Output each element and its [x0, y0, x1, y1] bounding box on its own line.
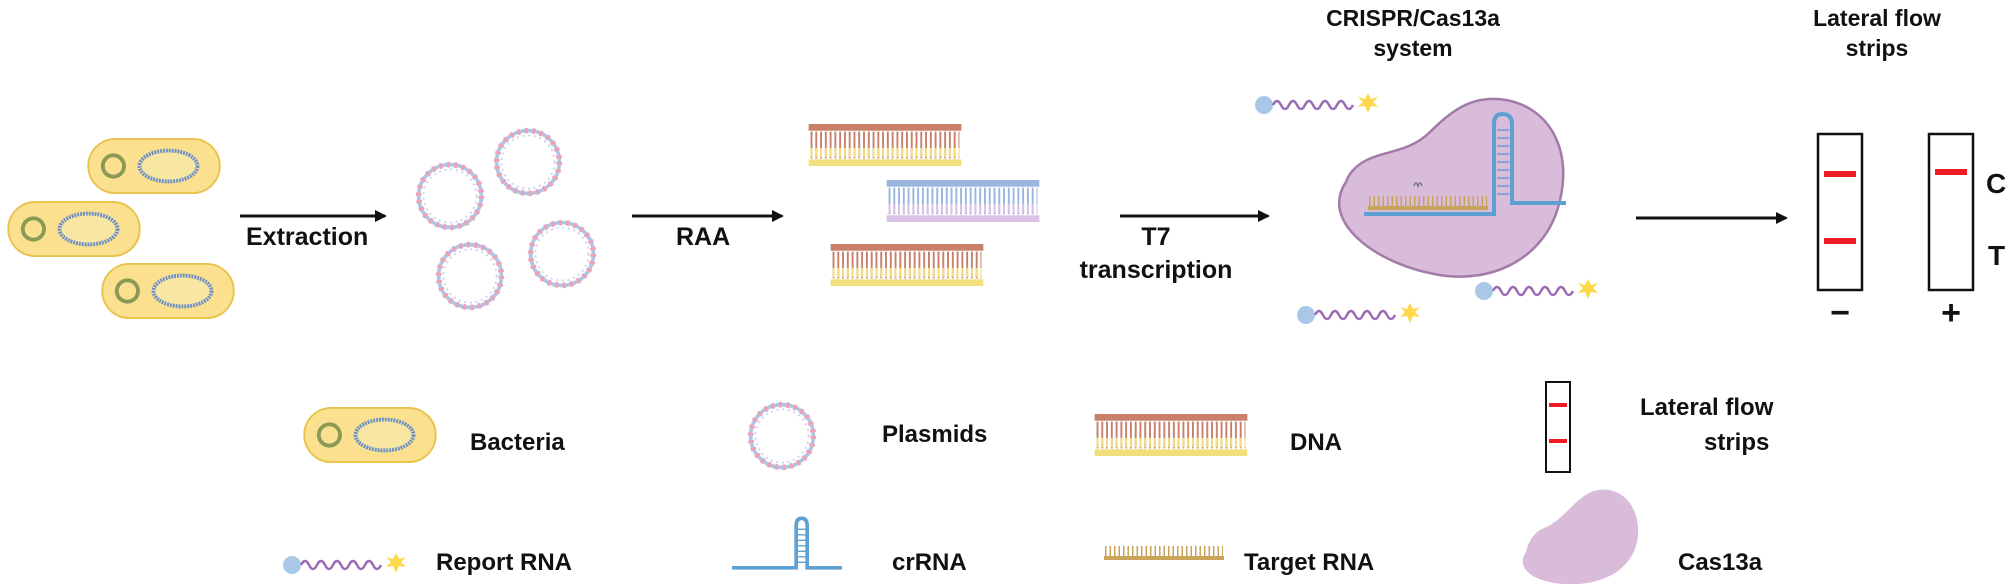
positive-strip — [1927, 132, 1975, 292]
bacterium-icon — [100, 262, 236, 320]
bacteria-legend-label: Bacteria — [470, 429, 565, 456]
crispr-system-title: CRISPR/Cas13a — [1326, 5, 1500, 31]
dna-icon — [887, 180, 1040, 222]
bacteria-legend-icon — [302, 406, 438, 464]
positive-label: + — [1941, 294, 1961, 332]
dna-legend-label: DNA — [1290, 429, 1342, 456]
target-rna-legend-icon — [1104, 551, 1224, 560]
lateral-flow-title: Lateral flow — [1813, 5, 1941, 31]
control-line-mark — [1824, 171, 1856, 177]
t7-label: T7 — [1141, 223, 1170, 251]
legend: Bacteria Plasmids DNA Lateral flow strip… — [282, 381, 1774, 584]
control-line-mark — [1935, 169, 1967, 175]
bacterium-icon — [6, 200, 142, 258]
plasmid-icon — [439, 245, 502, 308]
bacterium-icon — [86, 137, 222, 195]
test-line-label: T — [1988, 240, 2005, 271]
report-rna-icon — [1296, 301, 1422, 326]
cas13a-legend-label: Cas13a — [1678, 549, 1763, 576]
cas13a-legend-icon — [1522, 489, 1639, 584]
raa-label: RAA — [676, 223, 730, 251]
crrna-icon — [1364, 111, 1566, 216]
negative-strip — [1816, 132, 1864, 292]
dna-legend-icon — [1095, 414, 1248, 456]
report-rna-legend-icon — [282, 551, 408, 576]
lateral-flow-legend-label: Lateral flow — [1640, 394, 1774, 421]
test-line-mark — [1824, 238, 1856, 244]
transcription-label: transcription — [1080, 256, 1233, 284]
negative-label: − — [1830, 294, 1850, 332]
lateral-flow-legend-icon — [1545, 381, 1571, 473]
crrna-legend-icon — [732, 516, 842, 570]
plasmid-icon — [531, 223, 594, 286]
report-rna-icon — [1254, 91, 1380, 116]
bacteria-group — [6, 137, 236, 320]
extraction-label: Extraction — [246, 223, 368, 251]
lateral-flow-legend-label-2: strips — [1704, 429, 1769, 456]
report-rna-icon — [1474, 277, 1600, 302]
plasmids-legend-icon — [751, 405, 814, 468]
report-rna-legend-label: Report RNA — [436, 549, 572, 576]
crispr-system-subtitle: system — [1373, 35, 1452, 61]
plasmids-legend-label: Plasmids — [882, 421, 987, 448]
cas13a-icon — [1338, 97, 1565, 278]
plasmid-icon — [419, 165, 482, 228]
control-line-label: C — [1986, 168, 2006, 199]
crispr-cas13a-complex — [1338, 97, 1566, 278]
dna-icon — [831, 244, 984, 286]
target-rna-legend-label: Target RNA — [1244, 549, 1374, 576]
crrna-legend-label: crRNA — [892, 549, 967, 576]
dna-icon — [809, 124, 962, 166]
lateral-flow-subtitle: strips — [1846, 35, 1909, 61]
plasmid-icon — [497, 131, 560, 194]
dna-group — [809, 124, 1040, 286]
plasmids-group — [419, 131, 594, 308]
